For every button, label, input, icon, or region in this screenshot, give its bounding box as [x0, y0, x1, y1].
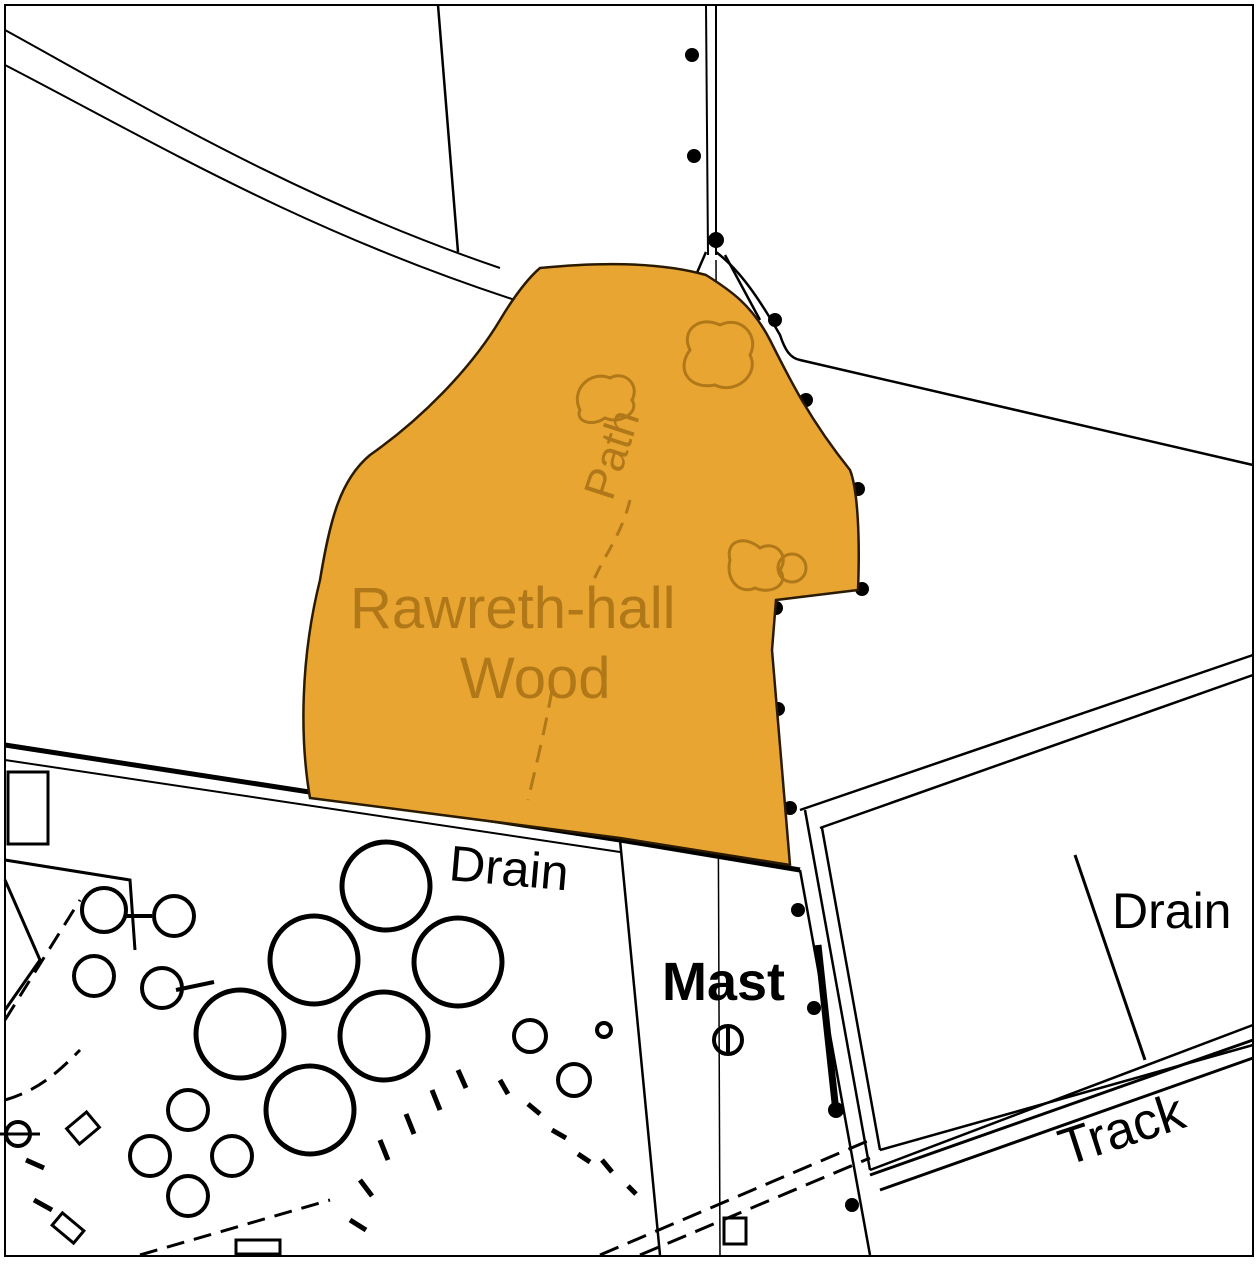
label-drain-center: Drain [447, 835, 571, 901]
left-structures [3, 770, 331, 1257]
lane-east [694, 251, 1254, 467]
footpath-north [705, 4, 717, 256]
road-northwest [4, 29, 516, 301]
field-boundary-north [436, 4, 460, 253]
drain-east-line [1073, 854, 1147, 1061]
label-wood-name: Rawreth-hall [350, 576, 676, 641]
fence-heavy-east [814, 944, 840, 1113]
mast-icon [712, 1024, 744, 1056]
fence-posts-north [685, 48, 724, 248]
track-east [599, 1038, 1254, 1257]
label-wood: Wood [460, 646, 610, 711]
embankment-hachures [24, 1068, 638, 1233]
label-drain-east: Drain [1112, 883, 1231, 939]
tree-symbols [526, 320, 808, 801]
small-tanks [4, 886, 613, 1218]
label-mast: Mast [662, 952, 785, 1012]
wood-highlight-area[interactable] [302, 262, 860, 867]
map-symbols [0, 1109, 748, 1256]
road-east [799, 653, 1254, 1172]
drain-south-boundary [4, 742, 872, 1256]
storage-tanks [193, 839, 505, 1157]
